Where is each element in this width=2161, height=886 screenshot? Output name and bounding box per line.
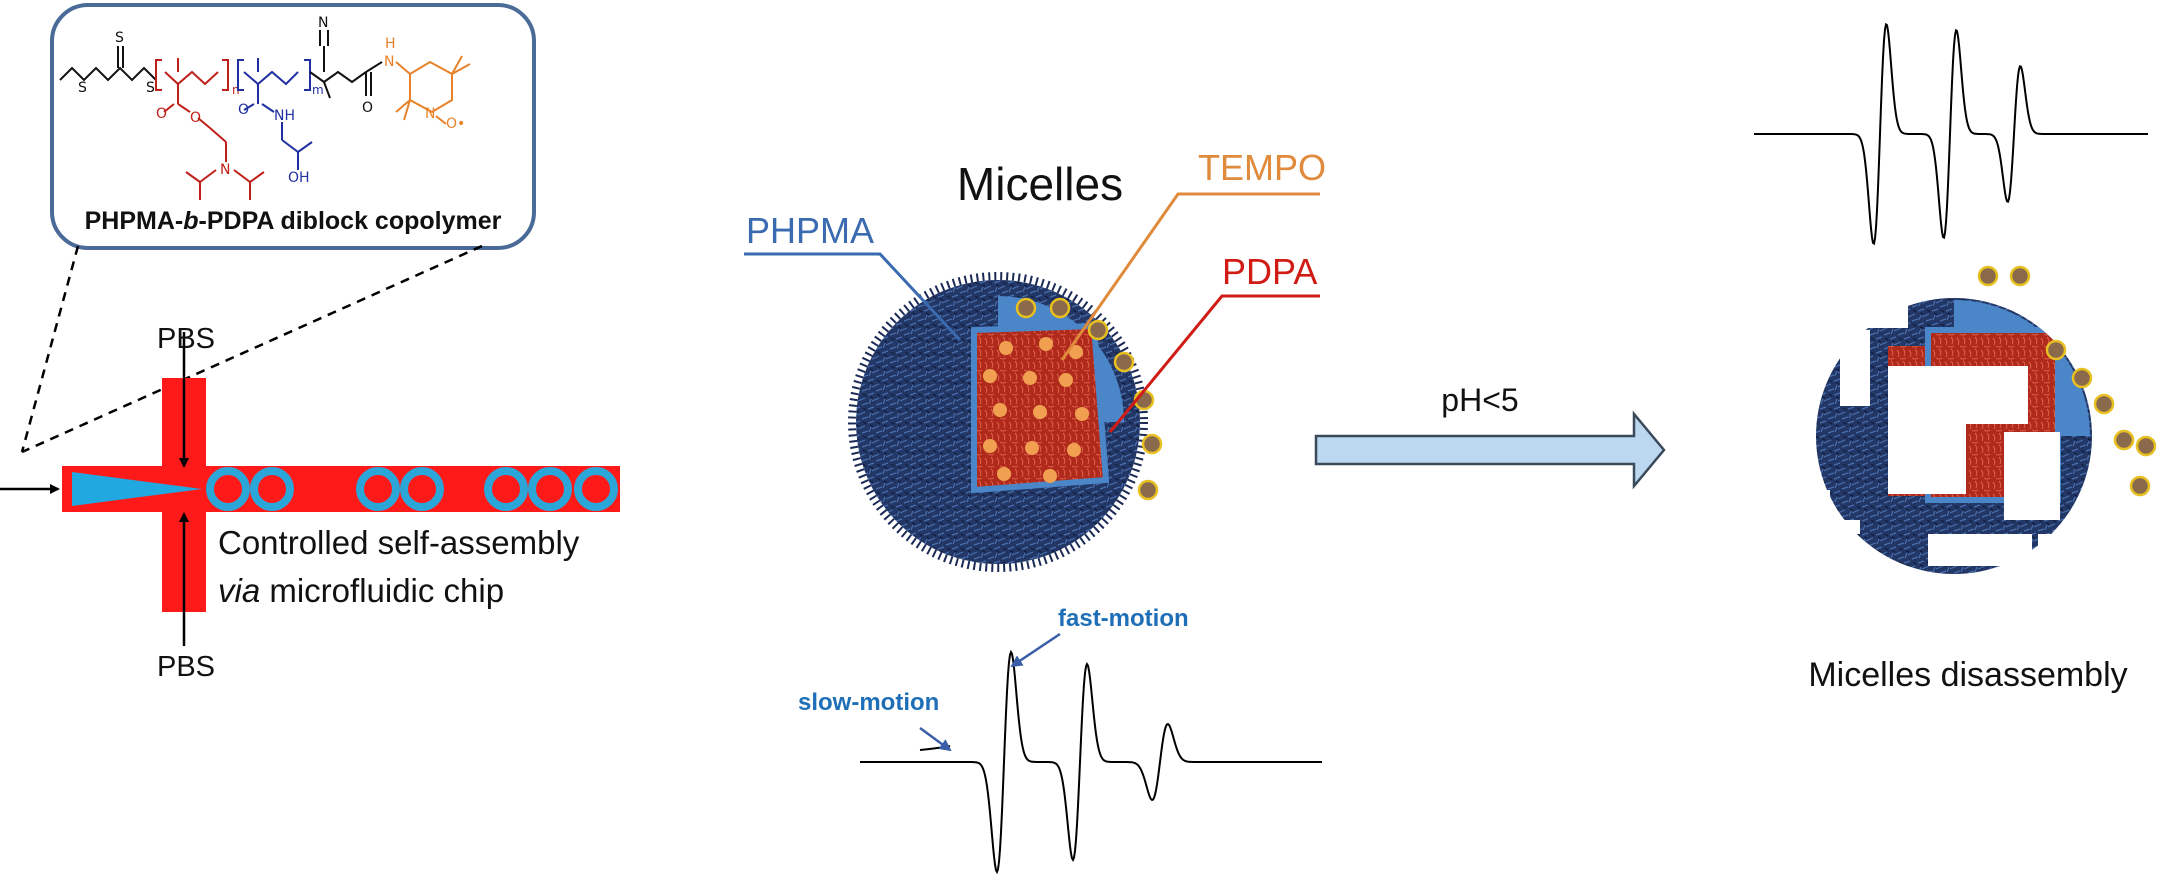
amide1-nh-label: NH xyxy=(274,108,295,124)
tempo-released-dots xyxy=(1977,265,2157,497)
tempo-h-label: H xyxy=(385,36,396,52)
droplet xyxy=(250,467,294,511)
fast-motion-label: fast-motion xyxy=(1058,605,1189,632)
droplet xyxy=(528,467,572,511)
droplet-train xyxy=(206,467,618,511)
pdpa-label: PDPA xyxy=(1222,251,1317,292)
sulfur-3-label: S xyxy=(146,80,155,96)
tempo-dot xyxy=(997,467,1011,481)
disassembly-gaps xyxy=(1770,280,2098,620)
amine-n-label: N xyxy=(220,162,230,178)
droplet xyxy=(356,467,400,511)
sulfur-1-label: S xyxy=(78,80,87,96)
tempo-released-dot xyxy=(2045,339,2067,361)
zoom-dash-left xyxy=(20,245,80,453)
tempo-released-dot xyxy=(2093,393,2115,415)
micelle-illustration xyxy=(848,272,1163,572)
phpma-subscript-m: m xyxy=(312,83,324,97)
epr-spectrum-free-tempo xyxy=(1754,22,2148,246)
tempo-n-label: N xyxy=(425,106,435,122)
tempo-dot xyxy=(983,369,997,383)
ester-o-label: O xyxy=(190,110,201,126)
disassembled-micelle xyxy=(1770,265,2157,620)
droplet xyxy=(574,467,618,511)
rafts-end-group-bonds xyxy=(59,46,157,82)
amide2-o-label: O xyxy=(362,100,373,116)
droplet xyxy=(206,467,250,511)
tempo-dot xyxy=(993,403,1007,417)
tempo-oxyl-label: O• xyxy=(446,116,465,132)
tempo-surface-dot xyxy=(1141,433,1163,455)
tempo-n-amide-label: N xyxy=(384,54,394,70)
tempo-released-dot xyxy=(2071,367,2093,389)
ph-transition-arrow xyxy=(1314,410,1666,490)
tempo-group-bonds xyxy=(395,55,471,125)
pdpa-leader-line xyxy=(1108,294,1320,433)
slow-motion-label: slow-motion xyxy=(798,689,939,716)
epr-spectrum-micelles xyxy=(860,649,1322,875)
micelles-title: Micelles xyxy=(957,158,1123,210)
tempo-released-dot xyxy=(2009,265,2031,287)
slow-motion-arrow xyxy=(919,726,952,752)
tempo-core-dots xyxy=(983,337,1089,483)
tempo-released-dot xyxy=(2113,429,2135,451)
tempo-dot xyxy=(1033,405,1047,419)
tempo-dot xyxy=(1067,443,1081,457)
tempo-dot xyxy=(1025,441,1039,455)
pbs-bottom-label: PBS xyxy=(157,651,215,683)
chip-caption-line1: Controlled self-assembly xyxy=(218,524,580,561)
tempo-dot xyxy=(1069,345,1083,359)
zoom-dash-right xyxy=(21,244,483,454)
fast-motion-arrow xyxy=(1010,632,1061,668)
phpma-leader-line xyxy=(744,252,962,342)
tempo-released-dot xyxy=(2135,435,2157,457)
phpma-label: PHPMA xyxy=(746,210,874,251)
tempo-surface-dot xyxy=(1015,297,1037,319)
copolymer-structure-panel: S S S O O N n xyxy=(20,3,536,454)
sulfur-2-label: S xyxy=(115,30,124,46)
disassembly-caption: Micelles disassembly xyxy=(1808,656,2127,694)
tempo-surface-dot xyxy=(1049,297,1071,319)
amide1-o-label: O xyxy=(238,102,249,118)
chip-caption-line2: via microfluidic chip xyxy=(218,572,504,609)
tempo-leader-line xyxy=(1060,192,1320,361)
tempo-dot xyxy=(1039,337,1053,351)
structure-frame xyxy=(50,3,536,250)
ph-condition-label: pH<5 xyxy=(1441,382,1518,418)
microfluidic-chip: PBS PBS Controlled self-assembly via mic… xyxy=(0,323,620,683)
micelle-fuzz-edge xyxy=(848,272,1148,572)
tempo-released-dot xyxy=(2129,475,2151,497)
tempo-dot xyxy=(1059,373,1073,387)
droplet xyxy=(400,467,444,511)
pdpa-block-bonds xyxy=(155,58,265,200)
tempo-dot xyxy=(999,341,1013,355)
tempo-dot xyxy=(1023,371,1037,385)
pbs-top-label: PBS xyxy=(157,323,215,355)
linker-bonds xyxy=(309,30,383,99)
tempo-surface-dot xyxy=(1137,479,1159,501)
phpma-block-bonds xyxy=(237,58,313,170)
focused-stream xyxy=(72,472,202,506)
droplet xyxy=(484,467,528,511)
tempo-surface-dot xyxy=(1087,319,1109,341)
pdpa-subscript-n: n xyxy=(232,83,240,97)
hydroxyl-label: OH xyxy=(288,170,310,186)
ester-carbonyl-o-label: O xyxy=(156,106,167,122)
tempo-label: TEMPO xyxy=(1198,147,1326,188)
tempo-dot xyxy=(983,439,997,453)
tempo-released-dot xyxy=(1977,265,1999,287)
nitrile-n-label: N xyxy=(318,15,328,31)
tempo-dot xyxy=(1043,469,1057,483)
tempo-dot xyxy=(1075,407,1089,421)
tempo-surface-dot xyxy=(1113,351,1135,373)
copolymer-caption: PHPMA-b-PDPA diblock copolymer xyxy=(85,207,502,235)
